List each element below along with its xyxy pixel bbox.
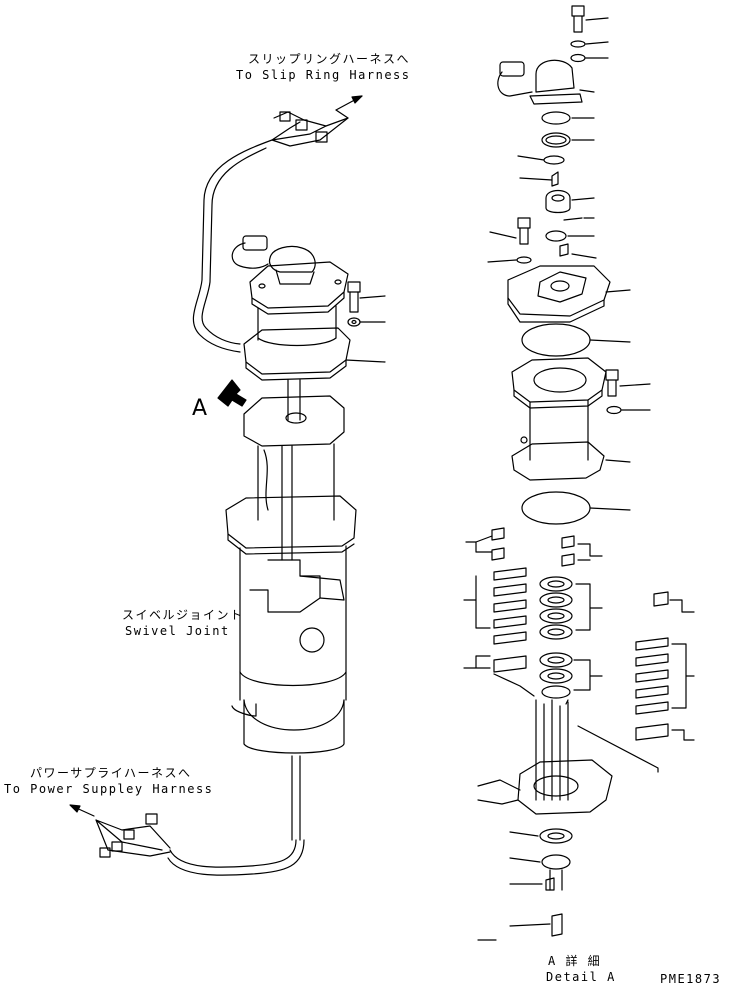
connector-icon <box>315 131 328 143</box>
bracket-stack-right <box>635 637 695 741</box>
bolt-washer-pair <box>345 281 386 363</box>
connector-icon <box>99 847 111 858</box>
view-letter-a: A <box>192 396 208 421</box>
swivel-joint-label-en: Swivel Joint <box>125 624 230 638</box>
slip-ring-harness <box>192 95 363 353</box>
swivel-joint-assembly <box>69 95 386 876</box>
upper-housing <box>243 261 351 421</box>
view-a-arrow-icon <box>217 379 247 407</box>
power-supply-label-en: To Power Suppley Harness <box>4 782 214 796</box>
detail-a-label-jp: A 詳 細 <box>548 954 602 968</box>
swivel-body <box>225 395 357 841</box>
power-supply-harness <box>69 804 305 876</box>
connector-icon <box>145 813 158 825</box>
top-connector <box>231 235 316 285</box>
swivel-joint-label-jp: スイベルジョイント <box>122 608 244 622</box>
power-supply-label-jp: パワーサプライハーネスへ <box>30 766 192 780</box>
slip-ring-label-en: To Slip Ring Harness <box>236 68 411 82</box>
slip-ring-label-jp: スリップリングハーネスへ <box>248 52 411 66</box>
bearing-stack <box>539 576 603 699</box>
drawing-number: PME1873 <box>660 972 722 986</box>
bracket-stack-left <box>463 567 535 697</box>
connector-icon <box>111 841 123 852</box>
detail-a-label-en: Detail A <box>546 970 616 984</box>
connector-icon <box>295 119 308 131</box>
detail-a-exploded <box>463 5 695 941</box>
connector-icon <box>279 111 291 122</box>
connector-icon <box>123 829 135 840</box>
